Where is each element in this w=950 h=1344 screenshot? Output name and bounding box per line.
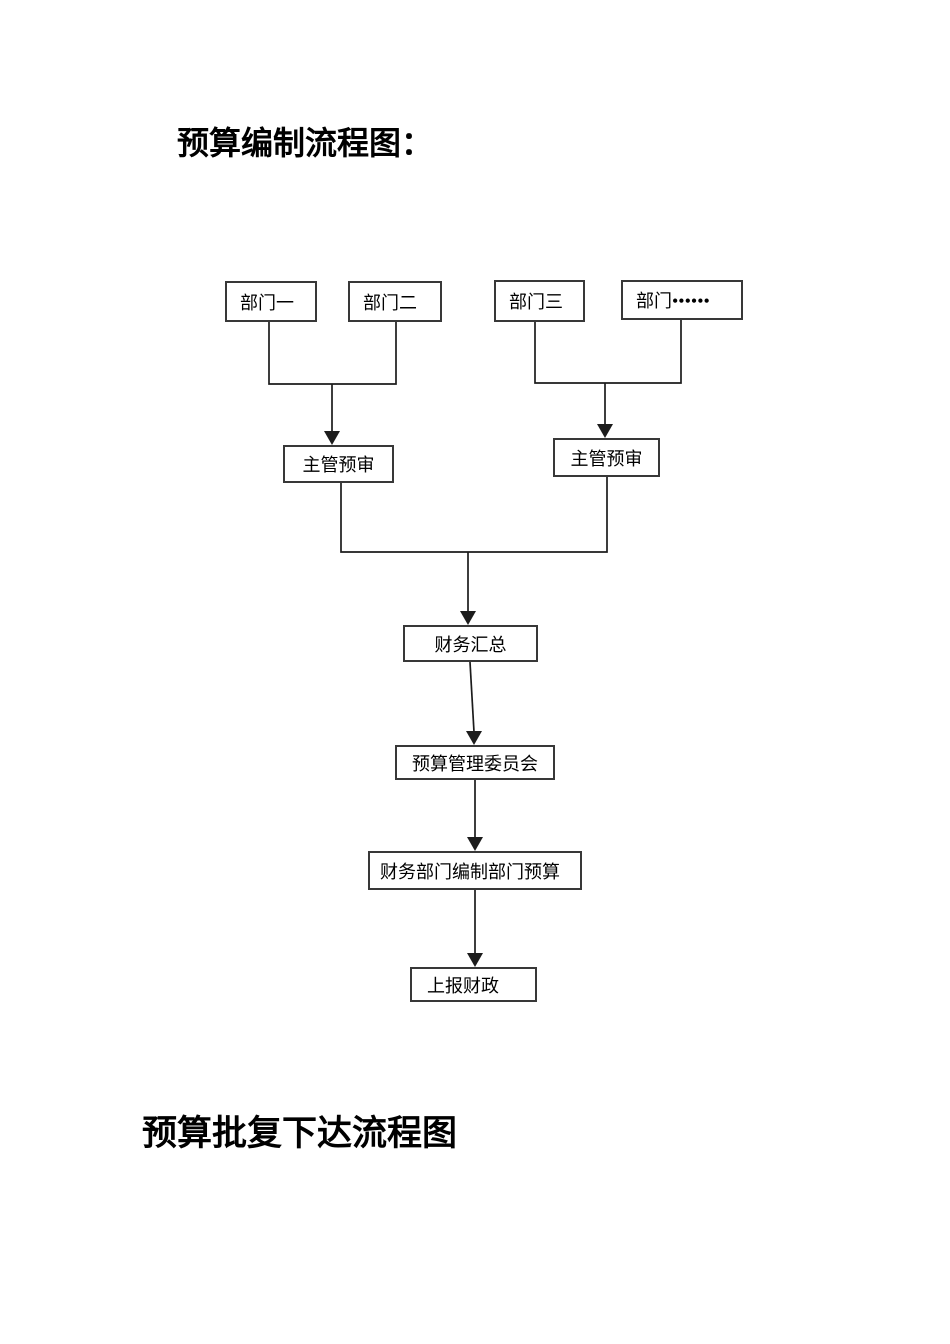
arrow-head xyxy=(460,611,476,625)
connector-dept3-deptmore-merge xyxy=(534,320,682,384)
arrow-head xyxy=(466,731,482,745)
flow-node-dept1: 部门一 xyxy=(225,281,317,322)
connector-to-budget-committee xyxy=(469,661,475,733)
flow-node-supervisor-review-right: 主管预审 xyxy=(553,438,660,477)
flow-node-dept-more: 部门•••••• xyxy=(621,280,743,320)
arrow-head xyxy=(467,953,483,967)
flow-node-finance-prepare-budget: 财务部门编制部门预算 xyxy=(368,851,582,890)
arrow-head xyxy=(324,431,340,445)
flow-node-finance-summary: 财务汇总 xyxy=(403,625,538,662)
page-title-budget-preparation: 预算编制流程图： xyxy=(177,125,434,161)
connector-supervisors-merge xyxy=(340,477,608,553)
connector-dept1-dept2-merge xyxy=(268,322,397,385)
flow-node-budget-committee: 预算管理委员会 xyxy=(395,745,555,780)
flow-node-report-to-finance: 上报财政 xyxy=(410,967,537,1002)
page-title-budget-approval: 预算批复下达流程图 xyxy=(142,1114,458,1153)
arrow-head xyxy=(597,424,613,438)
flow-node-dept3: 部门三 xyxy=(494,280,585,322)
flow-node-dept2: 部门二 xyxy=(348,281,442,322)
flow-node-supervisor-review-left: 主管预审 xyxy=(283,445,394,483)
arrow-head xyxy=(467,837,483,851)
